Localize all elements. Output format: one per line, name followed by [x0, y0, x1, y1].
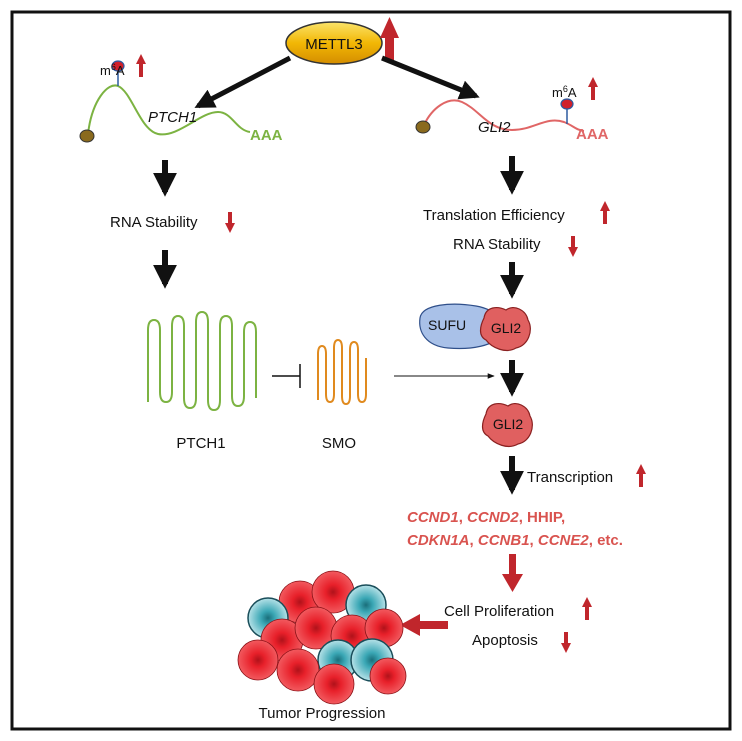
m6a-mark-left-icon: [111, 60, 125, 72]
m6a-mark-right-icon: [560, 98, 574, 110]
cell-proliferation-label: Cell Proliferation: [444, 603, 554, 620]
rna-stability-right-down-arrow-icon: [568, 236, 578, 257]
target-genes-line2: CDKN1A, CCNB1, CCNE2, etc.: [407, 532, 623, 549]
gli2-free-label: GLI2: [493, 416, 524, 432]
translation-up-arrow-icon: [600, 201, 610, 224]
mettl3-to-gli2-arrow: [381, 55, 480, 100]
transcription-label: Transcription: [527, 469, 613, 486]
gli2-complex-label: GLI2: [491, 320, 522, 336]
mettl3-up-arrow-icon: [380, 17, 399, 60]
m6a-label-right: m6A: [552, 84, 577, 100]
apoptosis-label: Apoptosis: [472, 632, 538, 649]
transcription-up-arrow-icon: [636, 464, 646, 487]
apoptosis-down-arrow-icon: [561, 632, 571, 653]
sufu-gli2-complex: SUFU GLI2: [419, 303, 531, 352]
gli2-mrna-label: GLI2: [478, 119, 511, 136]
m6a-left-up-arrow-icon: [136, 54, 146, 77]
gli2-cap-icon: [415, 120, 431, 134]
free-gli2: GLI2: [481, 403, 533, 448]
tumor-cell-cluster: [237, 570, 407, 705]
mettl3-node: METTL3: [285, 21, 383, 65]
proliferation-up-arrow-icon: [582, 597, 592, 620]
rna-stability-right-label: RNA Stability: [453, 236, 541, 253]
ptch1-mrna: m6A PTCH1 AAA: [79, 54, 283, 144]
rna-stability-left-down-arrow-icon: [225, 212, 235, 233]
ptch1-protein-label: PTCH1: [176, 435, 225, 452]
sufu-label: SUFU: [428, 317, 466, 333]
rna-stability-left-label: RNA Stability: [110, 214, 198, 231]
gli2-complex-shape: [479, 307, 531, 352]
ptch1-protein-icon: [147, 310, 257, 412]
smo-protein-label: SMO: [322, 435, 356, 452]
ptch1-polya-label: AAA: [250, 127, 283, 144]
gli2-mrna: m6A GLI2 AAA: [415, 77, 609, 143]
ptch1-mrna-label: PTCH1: [148, 109, 197, 126]
to-tumor-arrow-icon: [400, 614, 448, 636]
smo-protein-icon: [317, 338, 367, 406]
m6a-right-up-arrow-icon: [588, 77, 598, 100]
mettl3-to-ptch1-arrow: [194, 55, 292, 109]
ptch1-cap-icon: [79, 129, 95, 143]
target-genes-line1: CCND1, CCND2, HHIP,: [407, 509, 565, 526]
tumor-progression-label: Tumor Progression: [259, 705, 386, 722]
mettl3-label: METTL3: [305, 36, 363, 53]
targets-to-proliferation-arrow-icon: [502, 554, 523, 592]
gli2-polya-label: AAA: [576, 126, 609, 143]
m6a-label-left: m6A: [100, 62, 125, 78]
translation-efficiency-label: Translation Efficiency: [423, 207, 565, 224]
